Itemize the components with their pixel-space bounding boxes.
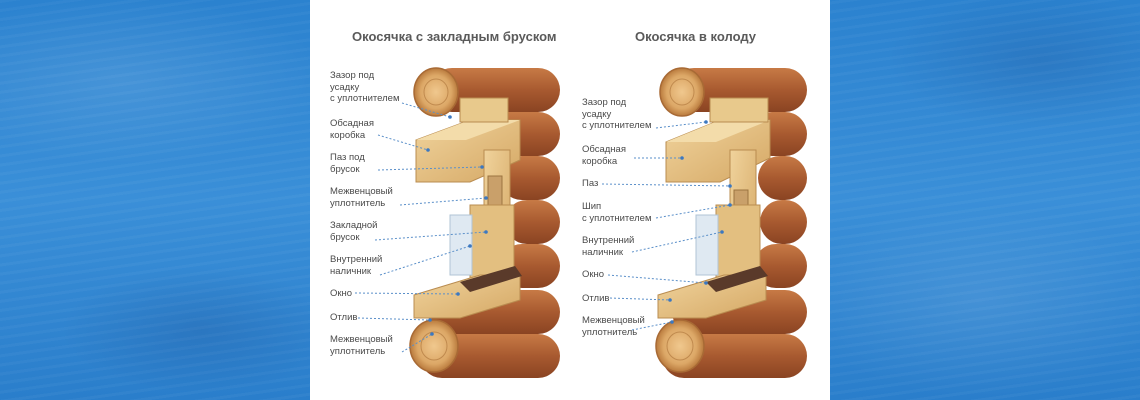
right-label-crown-seal: Межвенцовый уплотнитель — [582, 315, 645, 338]
right-leader-lines — [601, 120, 732, 331]
right-label-drip: Отлив — [582, 293, 610, 304]
left-label-crown-seal: Межвенцовый уплотнитель — [330, 186, 393, 209]
left-log-ends — [409, 67, 459, 373]
right-label-tenon-seal: Шип с уплотнителем — [582, 201, 652, 224]
diagram-panel: Окосячка с закладным бруском Окосячка в … — [310, 0, 830, 400]
right-diagram-title: Окосячка в колоду — [635, 29, 756, 44]
right-sill — [657, 266, 768, 319]
illustrations — [354, 67, 807, 378]
right-wall-illustration — [655, 67, 807, 378]
right-jamb — [695, 149, 761, 291]
right-label-shrink-gap: Зазор под усадку с уплотнителем — [582, 97, 652, 131]
left-label-insert-bar: Закладной брусок — [330, 220, 378, 243]
left-wall-illustration — [409, 67, 560, 378]
left-leader-lines — [354, 102, 488, 353]
left-label-drip: Отлив — [330, 312, 358, 323]
right-label-window: Окно — [582, 269, 605, 280]
right-log-ends — [655, 67, 705, 373]
left-label-window: Окно — [330, 288, 353, 299]
left-label-shrink-gap: Зазор под усадку с уплотнителем — [330, 70, 400, 104]
left-label-casing-box: Обсадная коробка — [330, 118, 374, 141]
left-label-bar-groove: Паз под брусок — [330, 152, 365, 175]
left-jamb — [449, 149, 515, 291]
left-diagram-title: Окосячка с закладным бруском — [352, 29, 557, 44]
left-label-inner-trim: Внутренний наличник — [330, 254, 383, 277]
left-sill — [413, 266, 522, 319]
left-label-crown-seal-bottom: Межвенцовый уплотнитель — [330, 334, 393, 357]
right-label-inner-trim: Внутренний наличник — [582, 235, 635, 258]
right-label-casing-box: Обсадная коробка — [582, 144, 626, 167]
right-label-groove: Паз — [582, 178, 599, 189]
